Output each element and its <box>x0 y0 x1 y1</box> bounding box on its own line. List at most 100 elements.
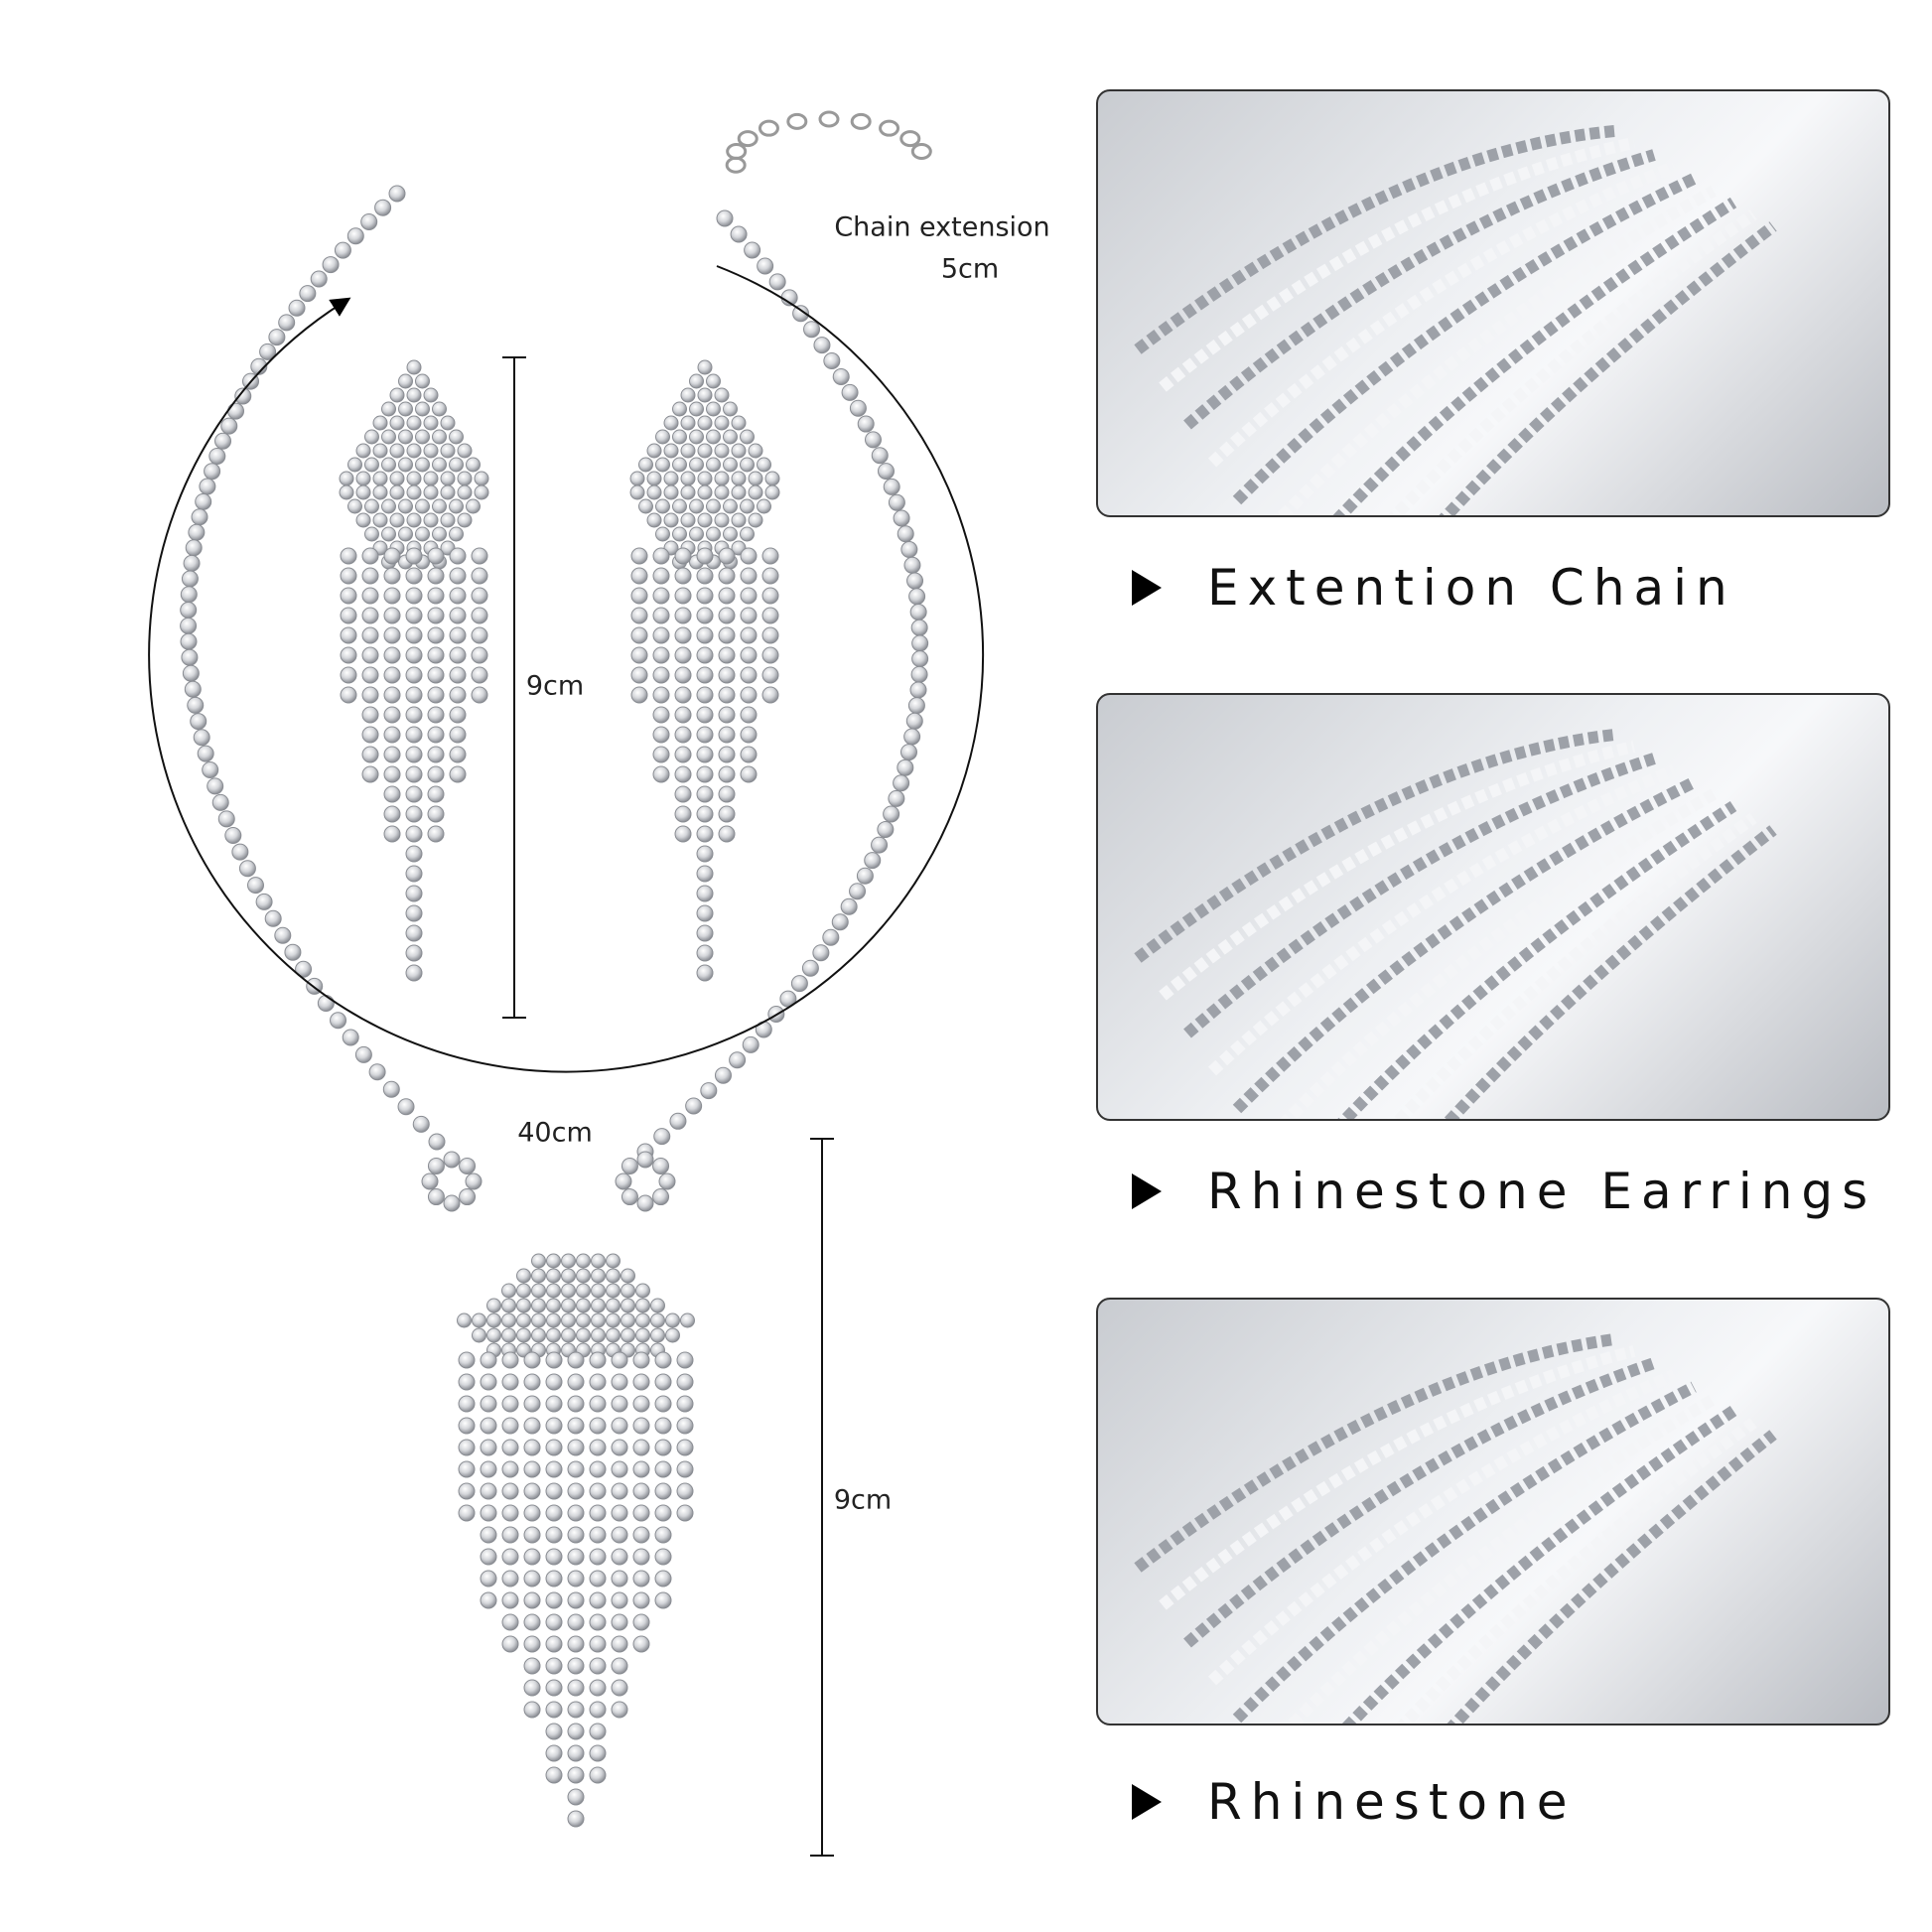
rhinestone <box>630 626 648 644</box>
rhinestone <box>849 883 867 900</box>
rhinestone-strand <box>1443 825 1777 1119</box>
rhinestone <box>423 415 439 431</box>
rhinestone <box>567 1548 585 1566</box>
rhinestone <box>676 1351 694 1369</box>
rhinestone <box>415 498 430 514</box>
rhinestone <box>310 270 328 288</box>
rhinestone <box>372 471 388 486</box>
rhinestone <box>676 1373 694 1391</box>
rhinestone <box>405 746 423 763</box>
rhinestone <box>740 626 758 644</box>
rhinestone <box>361 587 379 605</box>
rhinestone <box>459 1188 477 1206</box>
rhinestone <box>723 498 738 514</box>
rhinestone <box>909 604 927 621</box>
rhinestone <box>397 1098 415 1116</box>
rhinestone <box>545 1657 563 1675</box>
rhinestone <box>561 1283 576 1299</box>
rhinestone <box>340 587 357 605</box>
rhinestone <box>718 626 736 644</box>
rhinestone <box>723 457 738 473</box>
rhinestone <box>355 484 371 500</box>
rhinestone <box>288 299 306 317</box>
rhinestone <box>427 785 445 803</box>
rhinestone <box>474 484 489 500</box>
rhinestone <box>632 1395 650 1413</box>
rhinestone <box>405 547 423 565</box>
rhinestone <box>202 760 219 778</box>
rhinestone <box>427 587 445 605</box>
rhinestone <box>471 646 488 664</box>
rhinestone <box>696 904 714 922</box>
rhinestone <box>531 1268 546 1284</box>
rhinestone <box>871 836 889 854</box>
rhinestone <box>501 1417 519 1435</box>
rhinestone <box>471 607 488 624</box>
rhinestone-strand <box>1392 813 1757 1119</box>
rhinestone <box>523 1439 541 1456</box>
rhinestone <box>672 429 687 445</box>
rhinestone-strand <box>1332 197 1737 515</box>
rhinestone <box>706 401 721 417</box>
rhinestone <box>374 199 392 216</box>
rhinestone <box>832 367 850 385</box>
rhinestone <box>652 686 670 704</box>
rhinestone <box>501 1312 516 1328</box>
rhinestone <box>576 1327 591 1343</box>
rhinestone <box>486 1327 501 1343</box>
rhinestone <box>383 746 401 763</box>
rhinestone <box>389 387 405 403</box>
rhinestone <box>211 793 229 811</box>
rhinestone <box>389 415 405 431</box>
rhinestone-strand <box>1232 1381 1697 1724</box>
rhinestone <box>864 431 882 449</box>
rhinestone <box>405 587 423 605</box>
rhinestone <box>480 1417 497 1435</box>
rhinestone <box>423 443 439 459</box>
rhinestone <box>274 926 292 944</box>
rhinestone <box>630 646 648 664</box>
rhinestone <box>630 587 648 605</box>
rhinestone <box>501 1351 519 1369</box>
rhinestone <box>480 1439 497 1456</box>
pendant-measure-line <box>810 1138 834 1857</box>
rhinestone <box>449 547 467 565</box>
rhinestone <box>361 765 379 783</box>
rhinestone <box>567 1679 585 1697</box>
rhinestone <box>207 777 224 795</box>
rhinestone <box>652 587 670 605</box>
rhinestone <box>652 666 670 684</box>
rhinestone <box>523 1526 541 1544</box>
rhinestone <box>195 492 212 510</box>
rhinestone <box>706 373 721 389</box>
rhinestone <box>567 1395 585 1413</box>
rhinestone <box>748 512 763 528</box>
rhinestone <box>501 1327 516 1343</box>
rhinestone <box>652 567 670 585</box>
rhinestone <box>742 1035 759 1053</box>
rhinestone <box>561 1312 576 1328</box>
rhinestone <box>740 686 758 704</box>
earrings <box>339 359 780 982</box>
rhinestone <box>427 746 445 763</box>
rhinestone <box>589 1635 607 1653</box>
rhinestone <box>471 686 488 704</box>
rhinestone <box>383 567 401 585</box>
rhinestone <box>792 305 810 323</box>
rhinestone <box>801 959 819 977</box>
rhinestone <box>457 512 473 528</box>
rhinestone <box>181 648 199 666</box>
rhinestone <box>355 443 371 459</box>
rhinestone <box>654 1570 672 1587</box>
rhinestone <box>440 443 456 459</box>
rhinestone <box>897 759 914 776</box>
rhinestone <box>696 765 714 783</box>
rhinestone <box>663 512 679 528</box>
rhinestone <box>877 463 895 481</box>
rhinestone <box>501 1298 516 1313</box>
rhinestone <box>757 498 771 514</box>
rhinestone <box>718 587 736 605</box>
rhinestone <box>457 1312 472 1328</box>
rhinestone <box>714 387 730 403</box>
